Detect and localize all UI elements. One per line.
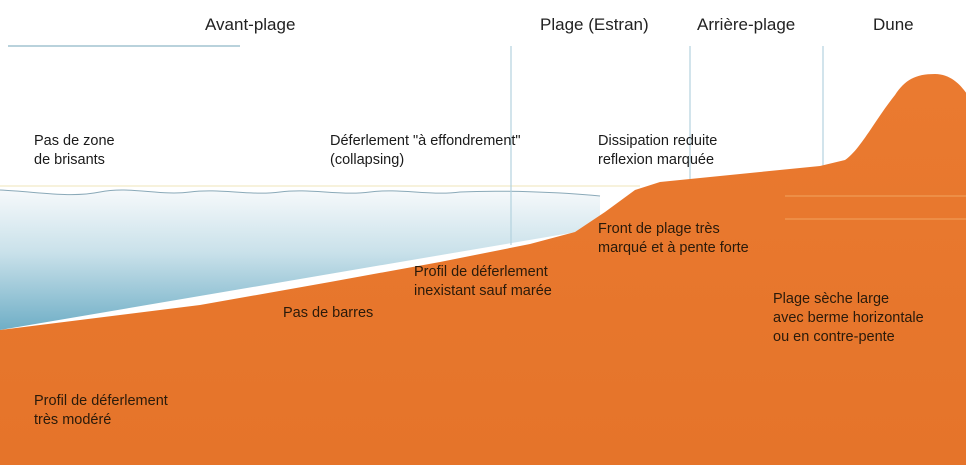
label-plage-seche: Plage sèche large avec berme horizontale… — [773, 291, 924, 345]
zone-plage: Plage (Estran) — [540, 15, 649, 34]
label-dissipation: Dissipation reduite reflexion marquée — [598, 133, 718, 168]
wave-surface — [0, 189, 601, 197]
sea-water — [0, 190, 600, 330]
label-pas-de-barres: Pas de barres — [283, 305, 374, 321]
sand-profile — [0, 74, 967, 465]
label-profil-tres-modere: Profil de déferlement très modéré — [34, 393, 168, 428]
label-profil-inexistant: Profil de déferlement inexistant sauf ma… — [414, 264, 552, 299]
zone-arriere-plage: Arrière-plage — [697, 15, 796, 34]
zone-avant-plage: Avant-plage — [205, 15, 296, 34]
label-deferlement-effondrement: Déferlement "à effondrement" (collapsing… — [330, 133, 521, 168]
label-pas-zone-brisants: Pas de zone de brisants — [34, 133, 115, 168]
zone-dune: Dune — [873, 15, 914, 34]
label-front-plage: Front de plage très marqué et à pente fo… — [598, 221, 749, 256]
